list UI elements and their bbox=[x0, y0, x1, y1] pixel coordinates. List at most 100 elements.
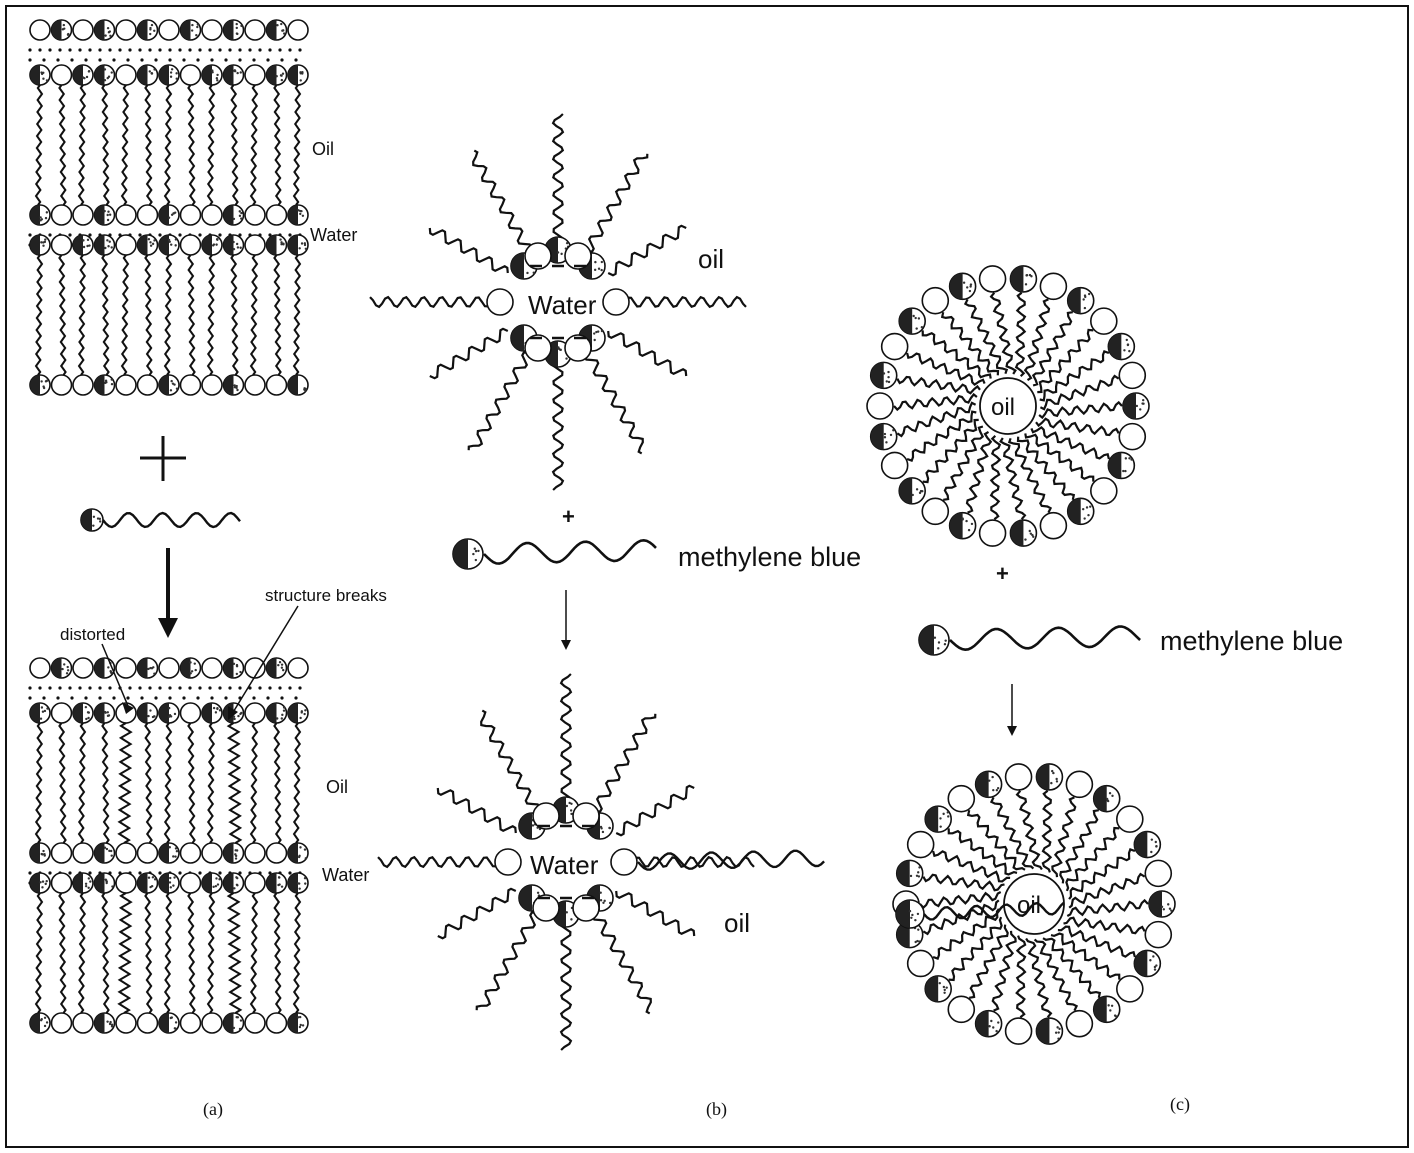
water-dot bbox=[210, 58, 213, 61]
headgroup-speckle bbox=[148, 238, 150, 240]
headgroup-speckle bbox=[239, 671, 241, 673]
headgroup-speckle bbox=[602, 831, 604, 833]
headgroup bbox=[30, 20, 50, 40]
water-dot bbox=[98, 686, 101, 689]
headgroup-speckle bbox=[236, 32, 238, 34]
headgroup-speckle bbox=[472, 553, 474, 555]
headgroup bbox=[245, 375, 265, 395]
headgroup-speckle bbox=[105, 381, 107, 383]
water-dot bbox=[158, 233, 161, 236]
headgroup bbox=[181, 703, 201, 723]
headgroup bbox=[267, 375, 287, 395]
headgroup-speckle bbox=[1154, 968, 1156, 970]
headgroup-speckle bbox=[232, 241, 234, 243]
headgroup-speckle bbox=[108, 75, 110, 77]
headgroup bbox=[52, 65, 72, 85]
headgroup bbox=[603, 289, 629, 315]
headgroup-speckle bbox=[300, 1024, 302, 1026]
water-dot bbox=[168, 686, 171, 689]
headgroup-speckle bbox=[42, 241, 44, 243]
headgroup-speckle bbox=[300, 210, 302, 212]
water-dot bbox=[56, 696, 59, 699]
headgroup-speckle bbox=[44, 1025, 46, 1027]
headgroup-speckle bbox=[103, 210, 105, 212]
water-dot bbox=[182, 696, 185, 699]
headgroup-speckle bbox=[1024, 538, 1026, 540]
headgroup-speckle bbox=[234, 849, 236, 851]
headgroup bbox=[948, 996, 974, 1022]
headgroup-speckle bbox=[918, 866, 920, 868]
headgroup-speckle bbox=[1142, 399, 1144, 401]
headgroup-speckle bbox=[236, 665, 238, 667]
water-dot bbox=[68, 48, 71, 51]
headgroup-speckle bbox=[917, 871, 919, 873]
headgroup-speckle bbox=[279, 661, 281, 663]
headgroup-speckle bbox=[282, 669, 284, 671]
headgroup bbox=[922, 288, 948, 314]
headgroup-speckle bbox=[42, 880, 44, 882]
headgroup-speckle bbox=[557, 251, 559, 253]
headgroup-speckle bbox=[1130, 458, 1132, 460]
headgroup-speckle bbox=[279, 238, 281, 240]
headgroup-speckle bbox=[300, 79, 302, 81]
headgroup bbox=[52, 205, 72, 225]
headgroup-speckle bbox=[235, 855, 237, 857]
headgroup-speckle bbox=[939, 817, 941, 819]
headgroup-speckle bbox=[1029, 274, 1031, 276]
headgroup-speckle bbox=[992, 1026, 994, 1028]
headgroup bbox=[267, 843, 287, 863]
headgroup-speckle bbox=[107, 219, 109, 221]
water-dot bbox=[258, 686, 261, 689]
headgroup-speckle bbox=[888, 381, 890, 383]
water-dot bbox=[28, 696, 31, 699]
headgroup-speckle bbox=[171, 68, 173, 70]
headgroup-speckle bbox=[106, 214, 108, 216]
water-dot bbox=[68, 686, 71, 689]
headgroup-speckle bbox=[602, 902, 604, 904]
water-dot bbox=[68, 233, 71, 236]
water-dot bbox=[38, 686, 41, 689]
headgroup-speckle bbox=[169, 877, 171, 879]
headgroup-speckle bbox=[67, 34, 69, 36]
headgroup-speckle bbox=[217, 883, 219, 885]
headgroup-speckle bbox=[174, 713, 176, 715]
headgroup-speckle bbox=[66, 672, 68, 674]
headgroup-speckle bbox=[172, 382, 174, 384]
water-dot bbox=[148, 48, 151, 51]
headgroup-speckle bbox=[281, 885, 283, 887]
headgroup bbox=[1040, 273, 1066, 299]
headgroup bbox=[1040, 513, 1066, 539]
headgroup bbox=[245, 65, 265, 85]
headgroup-speckle bbox=[566, 805, 568, 807]
headgroup bbox=[245, 1013, 265, 1033]
headgroup-speckle bbox=[85, 885, 87, 887]
headgroup-speckle bbox=[961, 517, 963, 519]
headgroup-speckle bbox=[239, 1028, 241, 1030]
water-dot bbox=[266, 696, 269, 699]
headgroup-speckle bbox=[883, 372, 885, 374]
headgroup bbox=[882, 334, 908, 360]
headgroup bbox=[202, 375, 222, 395]
headgroup-speckle bbox=[88, 70, 90, 72]
headgroup-speckle bbox=[298, 887, 300, 889]
headgroup-speckle bbox=[1126, 339, 1128, 341]
headgroup-speckle bbox=[1084, 307, 1086, 309]
headgroup bbox=[116, 843, 136, 863]
water-dot bbox=[294, 696, 297, 699]
headgroup-speckle bbox=[87, 711, 89, 713]
water-dot bbox=[88, 686, 91, 689]
headgroup-speckle bbox=[99, 518, 101, 520]
headgroup-speckle bbox=[87, 239, 89, 241]
headgroup bbox=[245, 20, 265, 40]
headgroup-speckle bbox=[912, 315, 914, 317]
water-dot bbox=[228, 686, 231, 689]
water-dot bbox=[224, 696, 227, 699]
headgroup-speckle bbox=[305, 857, 307, 859]
headgroup-speckle bbox=[154, 878, 156, 880]
headgroup-speckle bbox=[934, 636, 936, 638]
headgroup-speckle bbox=[213, 243, 215, 245]
headgroup-speckle bbox=[594, 269, 596, 271]
headgroup-speckle bbox=[85, 706, 87, 708]
headgroup-speckle bbox=[963, 281, 965, 283]
